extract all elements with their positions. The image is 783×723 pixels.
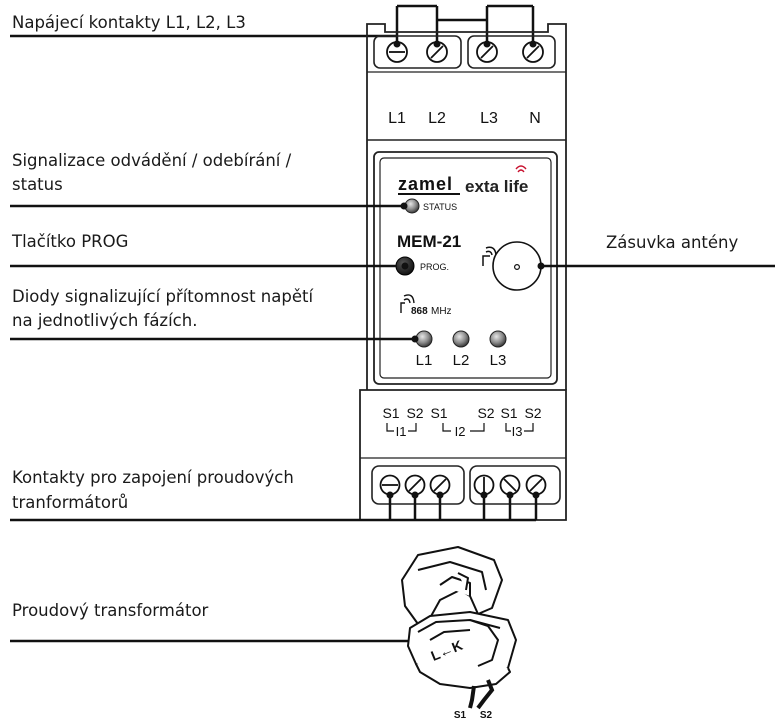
ct-contacts-label-line2: tranformátorů <box>12 493 129 512</box>
phase-led-label-l1: L1 <box>416 352 433 369</box>
bottom-terminal-label-s2-b: S2 <box>477 405 494 421</box>
bottom-terminal-label-s1-b: S1 <box>430 405 447 421</box>
frequency-number: 868 <box>411 306 428 317</box>
radio-wave-icon <box>400 294 415 313</box>
prog-button-label: Tlačítko PROG <box>12 232 129 251</box>
status-led-label: STATUS <box>423 202 457 212</box>
series-logo: exta life <box>465 177 528 196</box>
supply-wires <box>10 4 535 50</box>
frequency-unit: MHz <box>431 306 452 317</box>
antenna-socket-pin <box>513 264 520 271</box>
prog-button-text: PROG. <box>420 262 449 272</box>
current-transformer <box>401 546 517 689</box>
top-terminal-label-n: N <box>529 110 541 127</box>
bottom-terminal-label-s1-a: S1 <box>382 405 399 421</box>
device-housing <box>359 23 567 521</box>
phase-led-label-l3: L3 <box>490 352 507 369</box>
callout-lines <box>10 204 775 643</box>
current-transformer-label: Proudový transformátor <box>12 601 209 620</box>
ct-contact-wires <box>10 495 538 522</box>
phase-led-l2 <box>452 330 470 348</box>
top-terminal-label-l3: L3 <box>480 110 498 127</box>
bottom-terminal-label-s2-a: S2 <box>406 405 423 421</box>
group-brackets <box>386 423 534 432</box>
group-label-i2: I2 <box>455 424 466 439</box>
top-terminal-screws <box>386 41 544 63</box>
phase-led-label-l2: L2 <box>453 352 470 369</box>
phase-diodes-label-line1: Diody signalizující přítomnost napětí <box>12 287 314 306</box>
brand-logo: zamel <box>398 174 453 194</box>
phase-led-l3 <box>489 330 507 348</box>
antenna-socket[interactable] <box>492 241 542 291</box>
bottom-terminal-label-s1-c: S1 <box>500 405 517 421</box>
phase-diodes-label-line2: na jednotlivých fázích. <box>12 311 198 330</box>
bottom-terminal-screws <box>379 474 547 496</box>
group-label-i1: I1 <box>396 424 407 439</box>
model-name: MEM-21 <box>397 232 461 251</box>
antenna-socket-label: Zásuvka antény <box>606 233 739 252</box>
signalization-label-line2: status <box>12 175 63 194</box>
top-terminal-label-l1: L1 <box>388 110 406 127</box>
ct-wire-label-s2: S2 <box>480 710 493 721</box>
supply-contacts-label: Napájecí kontakty L1, L2, L3 <box>12 13 246 32</box>
exta-life-wave-icon <box>515 165 527 173</box>
top-terminal-label-l2: L2 <box>428 110 446 127</box>
group-label-i3: I3 <box>512 424 523 439</box>
ct-contacts-label-line1: Kontakty pro zapojení proudových <box>12 468 294 487</box>
signalization-label-line1: Signalizace odvádění / odebírání / <box>12 151 292 170</box>
ct-wires <box>468 679 495 710</box>
bottom-terminal-label-s2-c: S2 <box>524 405 541 421</box>
ct-wire-label-s1: S1 <box>454 710 467 721</box>
